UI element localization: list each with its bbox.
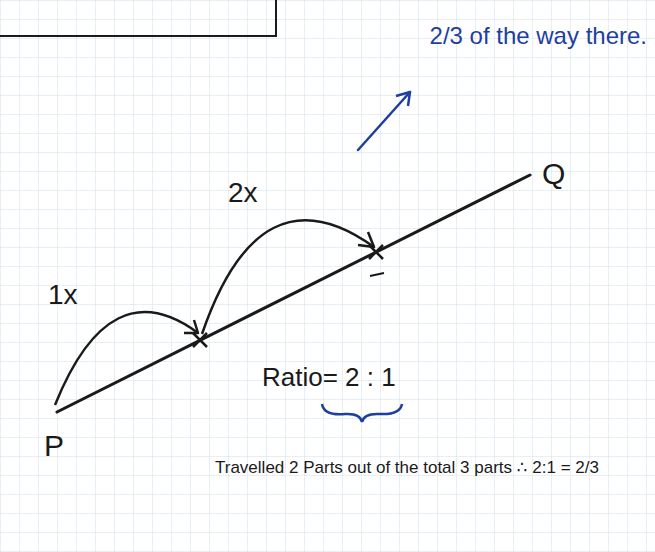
segment-pq xyxy=(57,175,530,412)
point-label: P xyxy=(44,428,64,464)
arrow-head xyxy=(184,320,198,333)
pointer-arrow xyxy=(358,92,410,150)
segment-length: 2x xyxy=(228,176,258,210)
tick-dash xyxy=(370,273,384,276)
box-fragment xyxy=(0,0,276,36)
point-mark xyxy=(193,333,207,347)
arrow-head xyxy=(358,232,374,247)
brace xyxy=(322,404,402,422)
segment-length: 1x xyxy=(48,278,78,312)
jump-arc xyxy=(55,312,198,405)
jump-arc xyxy=(202,220,374,334)
ratio-label: Ratio= 2 : 1 xyxy=(262,362,396,393)
explanation-note: Travelled 2 Parts out of the total 3 par… xyxy=(215,458,640,478)
note-blue: 2/3 of the way there. xyxy=(395,22,647,51)
arrow-head xyxy=(396,92,410,106)
point-label: Q xyxy=(542,156,565,192)
